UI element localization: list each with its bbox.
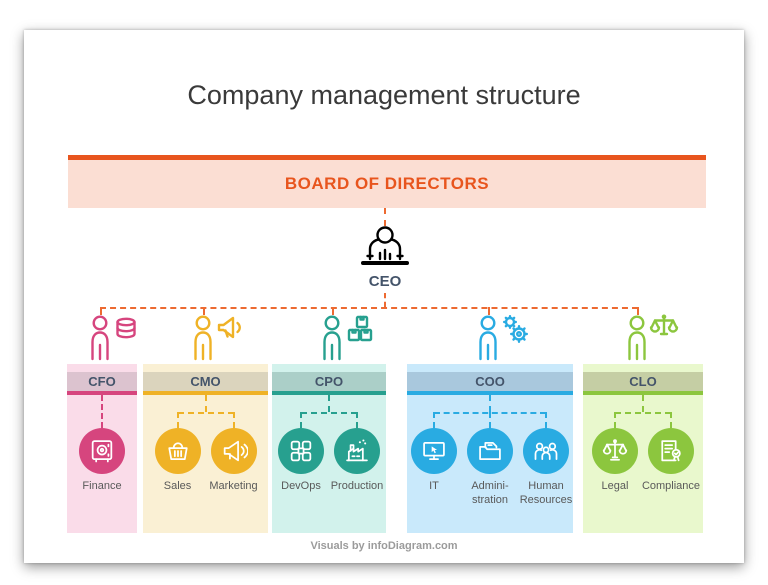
branch-underline — [67, 391, 137, 395]
branch-column-coo: COO IT — [407, 364, 573, 533]
org-item-legal: Legal — [588, 428, 642, 494]
slide-card: Company management structure BOARD OF DI… — [24, 30, 744, 563]
branch-underline — [407, 391, 573, 395]
branch-header-clo: CLO — [583, 372, 703, 391]
justice-scales-icon — [592, 428, 638, 474]
ceo-desk-icon — [361, 226, 409, 265]
branch-underline — [143, 391, 268, 395]
basket-icon — [154, 428, 201, 474]
branch-column-cmo: CMO Sales — [143, 364, 268, 533]
person-megaphone-icon — [189, 314, 245, 361]
org-item-marketing: Marketing — [207, 428, 261, 494]
people-icon — [523, 428, 569, 474]
org-item-administration: Admini-stration — [463, 428, 517, 508]
connector-stub-clo — [637, 307, 639, 315]
modules-icon — [278, 428, 324, 474]
org-item-label: IT — [429, 480, 439, 492]
connector-stub-coo — [488, 307, 490, 315]
org-item-it: IT — [407, 428, 461, 508]
org-item-label: Compliance — [641, 480, 701, 492]
branch-connector — [176, 412, 179, 428]
org-item-label: Human Resources — [519, 480, 573, 506]
org-item-production: Production — [330, 428, 384, 494]
org-item-label: Admini-stration — [471, 480, 509, 506]
connector-stub-cpo — [332, 307, 334, 315]
megaphone-icon — [210, 428, 257, 474]
org-item-compliance: Compliance — [642, 428, 700, 494]
org-item-label: Legal — [601, 480, 629, 492]
branch-header-cfo: CFO — [67, 372, 137, 391]
branch-connector — [433, 412, 435, 428]
connector-ceo-down — [384, 293, 386, 307]
org-item-devops: DevOps — [274, 428, 328, 494]
page-title: Company management structure — [187, 80, 581, 110]
org-item-label: Finance — [82, 480, 122, 492]
org-item-sales: Sales — [151, 428, 205, 494]
person-coins-icon — [86, 314, 142, 361]
branch-connector — [356, 412, 358, 428]
factory-icon — [334, 428, 380, 474]
branch-connector — [489, 395, 491, 412]
folder-icon — [467, 428, 513, 474]
branch-connector — [615, 412, 671, 414]
org-item-label: Production — [330, 480, 384, 492]
branch-column-clo: CLO Legal — [583, 364, 703, 533]
org-item-finance: Finance — [75, 428, 129, 494]
branch-connector — [328, 395, 330, 412]
branch-connector — [670, 412, 672, 428]
org-item-label: DevOps — [281, 480, 321, 492]
branch-connector — [301, 412, 357, 414]
branch-connector — [177, 412, 234, 414]
branch-connector — [614, 412, 616, 428]
board-of-directors-box: BOARD OF DIRECTORS — [68, 155, 706, 208]
certificate-icon — [648, 428, 694, 474]
branch-underline — [583, 391, 703, 395]
connector-stub-cfo — [100, 307, 102, 315]
branch-connector — [300, 412, 302, 428]
branch-connector — [101, 395, 103, 428]
branch-column-cpo: CPO DevOps — [272, 364, 386, 533]
person-gears-icon — [474, 314, 530, 361]
branch-column-cfo: CFO Finance — [67, 364, 137, 533]
branch-underline — [272, 391, 386, 395]
branch-header-coo: COO — [407, 372, 573, 391]
branch-connector — [232, 412, 235, 428]
connector-board-to-ceo — [384, 208, 386, 226]
footer-credit: Visuals by infoDiagram.com — [310, 540, 458, 552]
monitor-icon — [411, 428, 457, 474]
branch-connector — [204, 395, 207, 412]
ceo-label: CEO — [368, 273, 402, 290]
board-of-directors-label: BOARD OF DIRECTORS — [284, 174, 490, 193]
branch-header-cpo: CPO — [272, 372, 386, 391]
branch-connector — [545, 412, 547, 428]
org-item-human-resources: Human Resources — [519, 428, 573, 508]
connector-branches-horizontal — [100, 307, 638, 309]
person-scales-icon — [623, 314, 679, 361]
org-item-label: Marketing — [209, 480, 258, 492]
ceo-node — [357, 226, 413, 272]
person-boxes-icon — [318, 314, 374, 361]
connector-stub-cmo — [203, 307, 205, 315]
branch-connector — [489, 412, 491, 428]
org-item-label: Sales — [163, 480, 192, 492]
branch-connector — [642, 395, 644, 412]
safe-icon — [79, 428, 125, 474]
branch-header-cmo: CMO — [143, 372, 268, 391]
